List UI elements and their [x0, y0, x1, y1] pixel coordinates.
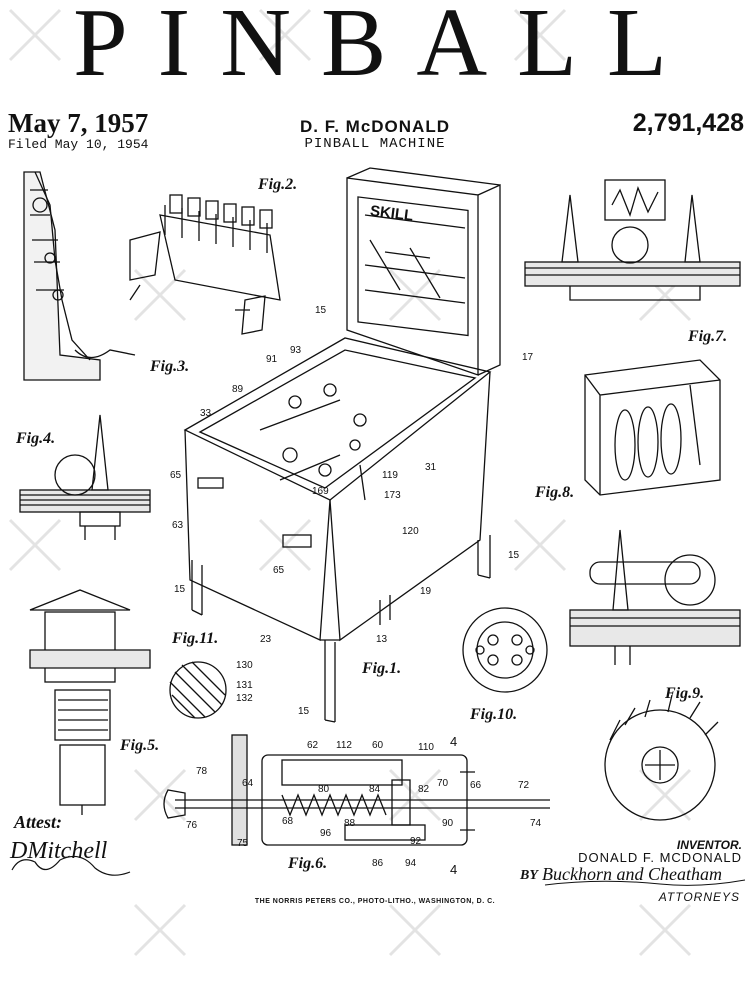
- printer-credit: THE NORRIS PETERS CO., PHOTO-LITHO., WAS…: [254, 898, 496, 905]
- fig3-label: Fig.3.: [150, 358, 190, 375]
- ref-65-lower: 65: [273, 565, 285, 576]
- ref-15-left: 15: [174, 584, 186, 595]
- fig7-label: Fig.7.: [688, 328, 728, 345]
- ref-112: 112: [336, 740, 352, 751]
- attorney-flourish: [544, 879, 746, 886]
- ref-75: 75: [237, 838, 249, 849]
- ref-91: 91: [266, 354, 278, 365]
- ref-80: 80: [318, 784, 330, 795]
- ref-132: 132: [236, 693, 253, 704]
- patent-subtitle: PINBALL MACHINE: [304, 136, 446, 152]
- attest-label: Attest:: [14, 812, 62, 832]
- ref-93: 93: [290, 345, 302, 356]
- ref-66: 66: [470, 780, 482, 791]
- filed-date: Filed May 10, 1954: [8, 137, 149, 152]
- ref-173: 173: [384, 490, 401, 501]
- ref-13: 13: [376, 634, 388, 645]
- fig3-drawing: [23, 171, 136, 381]
- ref-130: 130: [236, 660, 253, 671]
- attorney-signature: Buckhorn and Cheatham: [542, 864, 722, 884]
- ref-131: 131: [236, 680, 253, 691]
- inventor-label: INVENTOR.: [676, 838, 742, 852]
- fig1-label: Fig.1.: [362, 660, 402, 677]
- fig10-label: Fig.10.: [470, 706, 518, 723]
- ref-15-top: 15: [315, 305, 327, 316]
- ref-92: 92: [410, 836, 422, 847]
- fig2-label: Fig.2.: [258, 176, 298, 193]
- ref-31: 31: [425, 462, 437, 473]
- patent-date: May 7, 1957: [8, 108, 149, 138]
- fig5-label: Fig.5.: [120, 737, 160, 754]
- fig11-label: Fig.11.: [172, 630, 219, 647]
- attorneys-label: ATTORNEYS: [658, 890, 740, 904]
- ref-60: 60: [372, 740, 384, 751]
- fig6-drawing: [163, 734, 550, 846]
- ref-88: 88: [344, 818, 356, 829]
- ref-33: 33: [200, 408, 212, 419]
- ref-86: 86: [372, 858, 384, 869]
- inventor-name: DONALD F. MCDONALD: [578, 850, 742, 865]
- ref-90: 90: [442, 818, 454, 829]
- fig9-label: Fig.9.: [665, 685, 705, 702]
- ref-119: 119: [382, 470, 398, 481]
- fig1-drawing: [183, 167, 501, 723]
- page-title: PINBALL: [73, 0, 697, 97]
- inventor-heading: D. F. McDONALD: [300, 117, 450, 136]
- fig10-drawing: [462, 607, 548, 693]
- ref-64: 64: [242, 778, 254, 789]
- fig9-drawing: [569, 529, 741, 665]
- ref-62: 62: [307, 740, 319, 751]
- fig4-drawing: [19, 414, 151, 540]
- ref-110: 110: [418, 742, 434, 753]
- ref-72: 72: [518, 780, 530, 791]
- fig8-drawing: [584, 359, 721, 496]
- ref-70: 70: [437, 778, 449, 789]
- fig11-drawing: [169, 661, 227, 719]
- patent-number: 2,791,428: [632, 109, 744, 137]
- ref-68: 68: [282, 816, 294, 827]
- ref-94: 94: [405, 858, 417, 869]
- ref-84: 84: [369, 784, 381, 795]
- fig7-drawing: [524, 179, 741, 301]
- ref-74: 74: [530, 818, 542, 829]
- fig9-wheel-drawing: [604, 694, 719, 821]
- ref-169: 169: [312, 486, 329, 497]
- ref-65-upper: 65: [170, 470, 182, 481]
- ref-19: 19: [420, 586, 432, 597]
- ref-96: 96: [320, 828, 332, 839]
- by-label: BY: [520, 868, 538, 883]
- ref-17: 17: [522, 352, 534, 363]
- attest-signature: DMitchell: [10, 838, 108, 864]
- ref-4-top: 4: [450, 734, 458, 749]
- ref-120: 120: [402, 526, 419, 537]
- fig4-label: Fig.4.: [16, 430, 56, 447]
- ref-15-bottom: 15: [298, 706, 310, 717]
- ref-89: 89: [232, 384, 244, 395]
- ref-4-bottom: 4: [450, 862, 458, 877]
- ref-78: 78: [196, 766, 208, 777]
- ref-15-right: 15: [508, 550, 520, 561]
- fig5-drawing: [29, 589, 151, 815]
- ref-63: 63: [172, 520, 184, 531]
- fig8-label: Fig.8.: [535, 484, 575, 501]
- fig6-label: Fig.6.: [288, 855, 328, 872]
- attest-flourish: [11, 855, 131, 876]
- ref-82: 82: [418, 784, 430, 795]
- fig2-drawing: [129, 194, 281, 335]
- ref-76: 76: [186, 820, 198, 831]
- ref-23: 23: [260, 634, 272, 645]
